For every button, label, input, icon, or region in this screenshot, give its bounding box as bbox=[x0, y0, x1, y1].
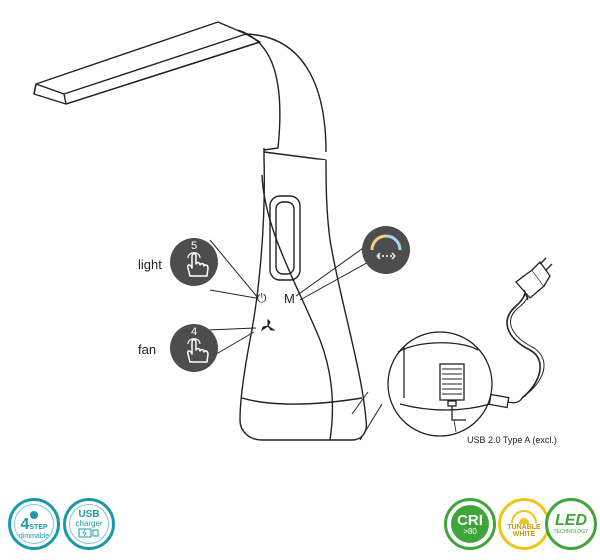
fan-icon bbox=[261, 318, 276, 332]
usb-adapter-icon bbox=[488, 257, 553, 409]
light-steps-count: 5 bbox=[190, 240, 198, 252]
hand-press-icon bbox=[170, 324, 218, 372]
tunable-label: TUNABLE bbox=[507, 524, 541, 531]
fan-label: fan bbox=[138, 342, 157, 357]
cri-value: >80 bbox=[463, 526, 477, 536]
sun-icon bbox=[511, 510, 537, 524]
color-temperature-button bbox=[362, 226, 410, 274]
tunable-white-badge: TUNABLE WHITE bbox=[498, 498, 550, 550]
fan-steps-count: 4 bbox=[190, 326, 198, 338]
led-label: LED bbox=[555, 512, 587, 529]
power-icon: ⏻ bbox=[257, 291, 267, 305]
led-technology-badge: LED TECHNOLOGY bbox=[545, 498, 597, 550]
four-step-dimmable-badge: 4 STEP dimmable bbox=[8, 498, 60, 550]
usb-charger-badge: USB charger bbox=[63, 498, 115, 550]
fan-touch-button: 4 bbox=[170, 324, 218, 372]
cri-badge: CRI >80 bbox=[444, 498, 496, 550]
led-technology-label: TECHNOLOGY bbox=[553, 529, 589, 535]
light-label: light bbox=[138, 257, 162, 272]
cri-label: CRI bbox=[457, 511, 483, 529]
usb-port-zoom bbox=[387, 331, 493, 437]
light-touch-button: 5 bbox=[170, 238, 218, 286]
usb-caption: USB 2.0 Type A (excl.) bbox=[467, 435, 557, 445]
color-temperature-icon bbox=[362, 226, 410, 274]
lamp-head bbox=[33, 21, 261, 105]
mode-symbol: M bbox=[284, 291, 295, 306]
hand-press-icon bbox=[170, 238, 218, 286]
white-label: WHITE bbox=[512, 531, 536, 538]
lamp-body bbox=[237, 29, 368, 441]
